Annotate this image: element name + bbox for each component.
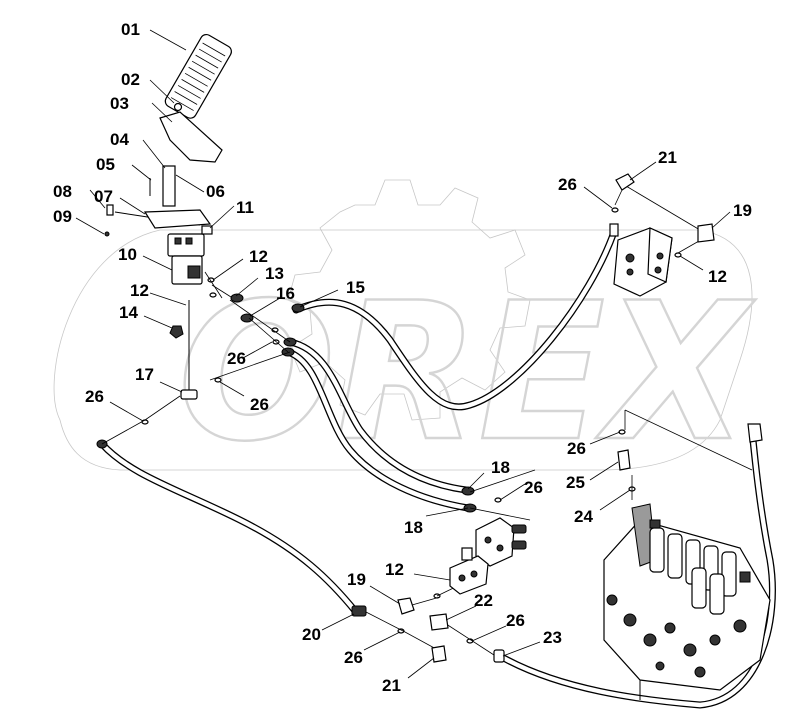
label-18-b: 18 bbox=[404, 518, 423, 537]
watermark: OREX bbox=[53, 179, 758, 484]
label-26-g: 26 bbox=[506, 611, 525, 630]
label-26-a: 26 bbox=[558, 175, 577, 194]
connection-lines bbox=[204, 185, 753, 656]
label-17: 17 bbox=[135, 365, 154, 384]
label-18-a: 18 bbox=[491, 458, 510, 477]
shuttle-block-upper bbox=[475, 517, 527, 567]
label-13: 13 bbox=[265, 264, 284, 283]
label-11: 11 bbox=[236, 198, 254, 217]
label-12-d: 12 bbox=[385, 560, 404, 579]
pedal-pad bbox=[164, 33, 232, 119]
label-26-c: 26 bbox=[250, 395, 269, 414]
label-14: 14 bbox=[119, 303, 138, 322]
label-26-b: 26 bbox=[227, 349, 246, 368]
pedal-bracket bbox=[162, 165, 176, 207]
label-19-a: 19 bbox=[733, 201, 752, 220]
pedal-bolt bbox=[173, 102, 183, 112]
label-03: 03 bbox=[110, 94, 129, 113]
leader-lines bbox=[75, 29, 731, 679]
label-23: 23 bbox=[543, 628, 562, 647]
label-07: 07 bbox=[94, 187, 113, 206]
label-26-d: 26 bbox=[85, 387, 104, 406]
label-26-f: 26 bbox=[524, 478, 543, 497]
label-24: 24 bbox=[574, 507, 593, 526]
label-02: 02 bbox=[121, 70, 140, 89]
label-12-b: 12 bbox=[130, 281, 149, 300]
pilot-valve bbox=[167, 233, 205, 285]
upper-valve-block bbox=[613, 173, 715, 297]
part-labels: 01 02 03 04 05 06 07 08 09 10 11 12 12 1… bbox=[53, 20, 752, 695]
label-12-c: 12 bbox=[708, 267, 727, 286]
label-04: 04 bbox=[110, 130, 129, 149]
shuttle-block-lower bbox=[449, 547, 489, 595]
pedal-assembly bbox=[104, 33, 254, 400]
label-26-e: 26 bbox=[567, 439, 586, 458]
label-10: 10 bbox=[118, 245, 137, 264]
label-25: 25 bbox=[566, 473, 585, 492]
label-22: 22 bbox=[474, 591, 493, 610]
label-01: 01 bbox=[121, 20, 140, 39]
hoses bbox=[98, 228, 776, 709]
label-20: 20 bbox=[302, 625, 321, 644]
adapter-25 bbox=[617, 449, 631, 471]
watermark-text: OREX bbox=[178, 262, 756, 483]
label-06: 06 bbox=[206, 182, 225, 201]
label-08: 08 bbox=[53, 182, 72, 201]
main-control-valve bbox=[603, 503, 771, 700]
label-26-h: 26 bbox=[344, 648, 363, 667]
label-19-b: 19 bbox=[347, 570, 366, 589]
elbow-21-lower bbox=[431, 645, 447, 663]
elbow-19-lower bbox=[397, 597, 415, 615]
tee-22 bbox=[429, 613, 449, 631]
pilot-line-left bbox=[101, 395, 181, 445]
label-16: 16 bbox=[276, 284, 295, 303]
label-12-a: 12 bbox=[249, 247, 268, 266]
label-21-b: 21 bbox=[382, 676, 401, 695]
pedal-base bbox=[143, 209, 212, 229]
pedal-arm bbox=[159, 111, 223, 163]
label-15: 15 bbox=[346, 278, 365, 297]
label-21-a: 21 bbox=[658, 148, 677, 167]
label-05: 05 bbox=[96, 155, 115, 174]
watermark-ring bbox=[53, 229, 753, 471]
label-09: 09 bbox=[53, 207, 72, 226]
